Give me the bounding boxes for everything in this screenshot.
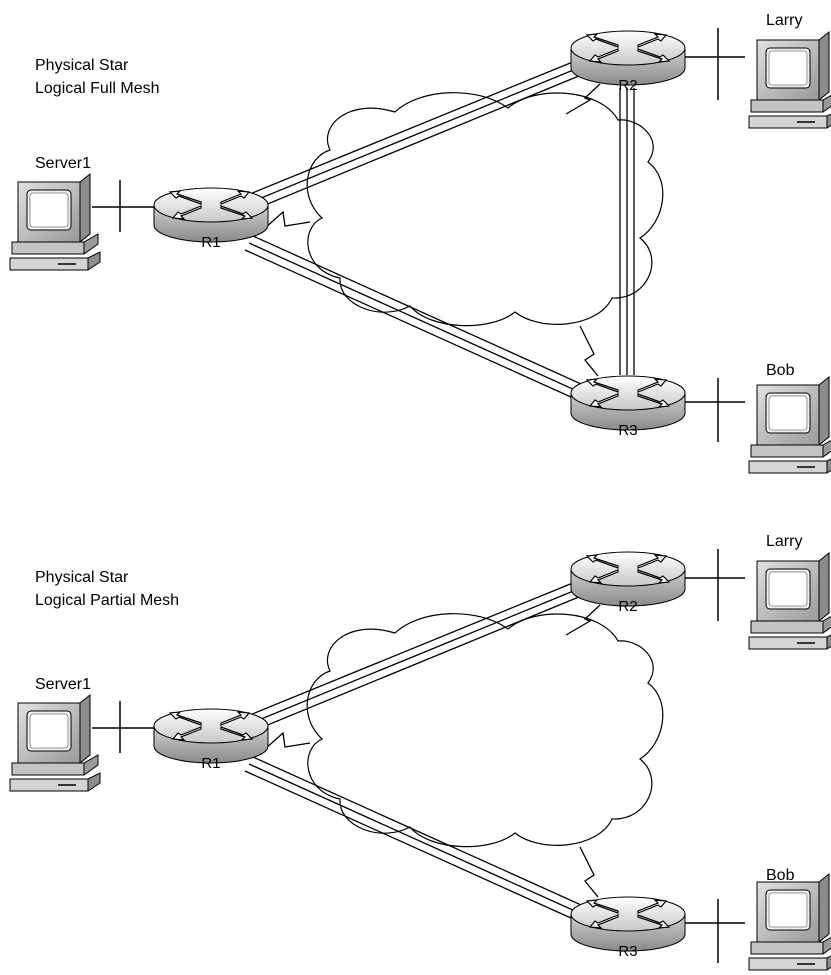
diagram-title-line1: Physical Star — [35, 569, 129, 586]
router-r1-label: R1 — [201, 755, 220, 772]
server1-pc-icon — [9, 694, 101, 792]
bob-pc-icon — [748, 376, 831, 474]
router-r3-label: R3 — [618, 943, 637, 960]
larry-pc-icon — [748, 31, 831, 129]
larry-label: Larry — [766, 533, 802, 550]
lan-segments — [92, 28, 745, 442]
router-r3: R3 — [570, 375, 686, 439]
server1-label: Server1 — [35, 155, 91, 172]
virtual-circuits — [244, 56, 635, 403]
larry-label: Larry — [766, 12, 802, 29]
serial-links — [264, 604, 601, 898]
router-r3: R3 — [570, 896, 686, 960]
router-r1-label: R1 — [201, 234, 220, 251]
bob-label: Bob — [766, 362, 795, 379]
lan-segments — [92, 549, 745, 963]
bob-label: Bob — [766, 867, 795, 884]
diagram-title-line2: Logical Partial Mesh — [35, 592, 179, 609]
server1-label: Server1 — [35, 676, 91, 693]
frame-relay-cloud — [306, 613, 664, 848]
bob-pc-icon — [748, 873, 831, 971]
router-r3-label: R3 — [618, 422, 637, 439]
serial-links — [264, 83, 601, 377]
router-r2-label: R2 — [618, 77, 637, 94]
router-r1: R1 — [153, 708, 269, 772]
diagram-title-line2: Logical Full Mesh — [35, 80, 160, 97]
diagram-full-mesh: Physical Star Logical Full Mesh — [9, 12, 831, 474]
larry-pc-icon — [748, 552, 831, 650]
frame-relay-cloud — [306, 92, 664, 327]
server1-pc-icon — [9, 173, 101, 271]
router-r2: R2 — [570, 551, 686, 615]
diagram-title-line1: Physical Star — [35, 57, 129, 74]
router-r2: R2 — [570, 30, 686, 94]
router-r1: R1 — [153, 187, 269, 251]
diagram-partial-mesh: Physical Star Logical Partial Mesh — [9, 533, 831, 971]
router-r2-label: R2 — [618, 598, 637, 615]
virtual-circuits — [244, 577, 592, 924]
